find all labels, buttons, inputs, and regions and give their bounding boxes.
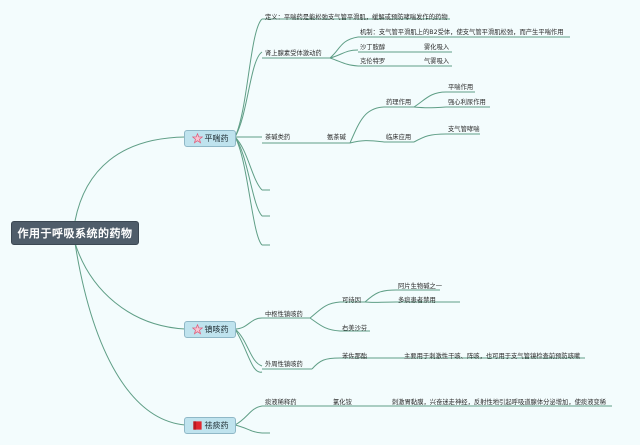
pharmacology-node[interactable]: 药理作用 (386, 99, 412, 106)
theophylline-node[interactable]: 茶碱类药 (265, 134, 291, 141)
effect-cardiotonic-text[interactable]: 强心利尿作用 (448, 99, 486, 106)
category-node-qutan[interactable]: 祛痰药 (184, 417, 236, 434)
clenbuterol-use-text[interactable]: 气雾吸入 (424, 58, 450, 65)
red-flag-icon (192, 421, 202, 430)
effect-antiasthma-text[interactable]: 平喘作用 (448, 84, 474, 91)
clinical-node[interactable]: 临床应用 (386, 134, 412, 141)
clenbuterol-node[interactable]: 克伦特罗 (360, 58, 386, 65)
indication-text[interactable]: 支气管哮喘 (448, 126, 480, 133)
dextromethorphan-node[interactable]: 右美沙芬 (342, 325, 368, 332)
ammonium-chloride-node[interactable]: 氯化铵 (333, 399, 352, 406)
aminophylline-node[interactable]: 氨茶碱 (327, 134, 346, 141)
peripheral-antitussive-node[interactable]: 外周性镇咳药 (265, 361, 303, 368)
star-icon (191, 133, 203, 144)
mechanism-text[interactable]: 机制：支气管平滑肌上的B2受体，使支气管平滑肌松弛，而产生平喘作用 (360, 29, 564, 36)
category-label-pingchuan: 平喘药 (204, 134, 229, 143)
salbutamol-use-text[interactable]: 雾化吸入 (424, 44, 450, 51)
central-antitussive-node[interactable]: 中枢性镇咳药 (265, 311, 303, 318)
codeine-note-contraindication[interactable]: 多痰患者禁用 (398, 297, 436, 304)
benzonatate-node[interactable]: 苯佐那酯 (342, 353, 368, 360)
ammonium-desc-text[interactable]: 刺激胃黏膜，兴奋迷走神经，反射性地引起呼吸道腺体分泌增加，使痰液变稀 (392, 399, 607, 406)
star-icon (191, 324, 203, 335)
root-title: 作用于呼吸系统的药物 (17, 227, 133, 240)
category-label-qutan: 祛痰药 (204, 421, 229, 430)
codeine-node[interactable]: 可待因 (342, 297, 361, 304)
category-node-pingchuan[interactable]: 平喘药 (184, 130, 236, 147)
root-node[interactable]: 作用于呼吸系统的药物 (11, 221, 139, 245)
benzonatate-use-text[interactable]: 主要用于刺激性干咳、阵咳，也可用于支气管镜检查前预防咳嗽 (404, 353, 581, 360)
category-label-zhenke: 镇咳药 (204, 325, 229, 334)
codeine-note-opium[interactable]: 阿片生物碱之一 (398, 283, 443, 290)
expectorant-dilute-node[interactable]: 痰液稀释药 (265, 399, 297, 406)
salbutamol-node[interactable]: 沙丁胺醇 (360, 44, 386, 51)
beta-agonist-node[interactable]: 肾上腺素受体激动药 (265, 50, 322, 57)
definition-text[interactable]: 定义：平喘药是能松弛支气管平滑肌，缓解或预防哮喘发作的药物 (265, 14, 448, 21)
category-node-zhenke[interactable]: 镇咳药 (184, 321, 236, 338)
